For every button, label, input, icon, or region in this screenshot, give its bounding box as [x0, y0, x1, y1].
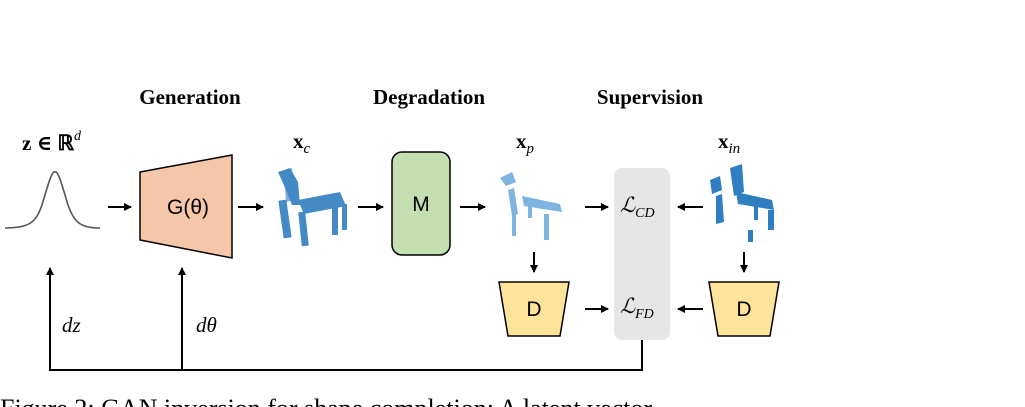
xc-label: xc	[293, 129, 311, 157]
xc-base: x	[293, 129, 304, 153]
disc-left-label: D	[526, 298, 541, 321]
grad-z-label: dz	[62, 313, 81, 337]
loss-fd-sub: FD	[634, 307, 654, 322]
xp-label: xp	[516, 129, 535, 157]
latent-z-label: z ∈ ℝd	[22, 129, 82, 155]
latent-z-text: z ∈ ℝ	[22, 131, 74, 155]
loss-cd-label: ℒCD	[620, 193, 655, 221]
xin-label: xin	[718, 129, 740, 157]
mask-label: M	[412, 193, 430, 216]
loss-fd-base: ℒ	[620, 294, 636, 318]
disc-right-label: D	[736, 298, 751, 321]
xin-sub: in	[729, 141, 741, 157]
loss-cd-base: ℒ	[620, 193, 636, 217]
partial-chair-pointcloud	[500, 172, 562, 240]
feedback-line	[46, 267, 643, 371]
loss-cd-sub: CD	[635, 206, 654, 221]
discriminator-left	[498, 281, 570, 337]
heading-supervision: Supervision	[597, 85, 704, 109]
xp-sub: p	[526, 141, 535, 157]
mask-block	[391, 151, 451, 256]
xin-base: x	[718, 129, 729, 153]
xp-base: x	[516, 129, 527, 153]
input-chair-pointcloud	[710, 164, 774, 242]
gaussian-curve	[4, 171, 101, 229]
xc-sub: c	[304, 141, 311, 157]
complete-chair-pointcloud	[278, 168, 347, 247]
heading-degradation: Degradation	[373, 85, 485, 109]
figure-caption: Figure 2: GAN inversion for shape comple…	[0, 394, 652, 407]
discriminator-right	[708, 281, 780, 337]
heading-generation: Generation	[139, 85, 241, 109]
generator-label: G(θ)	[167, 196, 209, 219]
grad-theta-label: dθ	[196, 313, 217, 337]
loss-fd-label: ℒFD	[620, 294, 654, 322]
svg-text:z ∈ ℝd: z ∈ ℝd	[22, 129, 82, 155]
latent-z-superscript: d	[74, 129, 82, 144]
loss-panel	[614, 168, 670, 340]
generator-block	[139, 154, 233, 259]
